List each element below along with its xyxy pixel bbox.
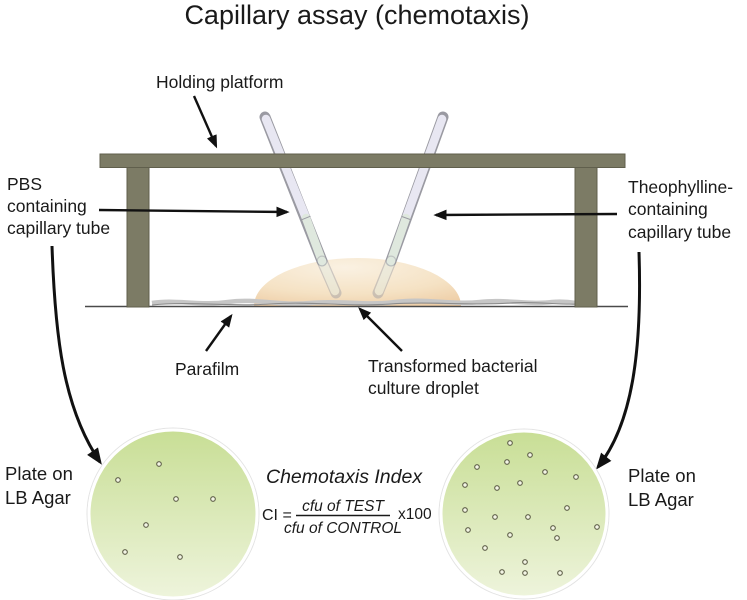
pbs-capillary-label: PBS containing capillary tube <box>7 174 110 238</box>
formula-lhs: CI = <box>262 507 292 524</box>
colony-dot <box>177 554 183 560</box>
parafilm <box>151 298 577 306</box>
colony-dot <box>564 505 570 511</box>
droplet-arrow <box>358 307 403 352</box>
formula-numerator: cfu of TEST <box>302 498 385 515</box>
colony-dot <box>594 524 600 530</box>
svg-text:Plate on: Plate on <box>5 463 73 484</box>
right-capillary-tube <box>372 111 449 299</box>
svg-text:Plate on: Plate on <box>628 465 696 486</box>
holding-platform-label: Holding platform <box>156 72 283 92</box>
svg-text:Transformed bacterial: Transformed bacterial <box>368 356 538 376</box>
colony-dot <box>504 459 510 465</box>
left-plate-colonies <box>115 461 216 560</box>
right-tube-tip <box>372 255 397 299</box>
platform-leg-right <box>574 166 598 308</box>
droplet-label: Transformed bacterial culture droplet <box>368 356 538 398</box>
svg-text:LB Agar: LB Agar <box>628 489 694 510</box>
colony-dot <box>482 545 488 551</box>
right-plate-dish <box>439 429 609 599</box>
colony-dot <box>554 535 560 541</box>
formula-multiplier: x100 <box>398 506 432 523</box>
colony-dot <box>173 496 179 502</box>
colony-dot <box>462 507 468 513</box>
platform-bar <box>99 153 626 168</box>
colony-dot <box>122 549 128 555</box>
left-plate-label: Plate on LB Agar <box>5 463 73 508</box>
colony-dot <box>462 482 468 488</box>
colony-dot <box>550 525 556 531</box>
pbs-tube-arrow <box>98 206 290 218</box>
svg-text:Theophylline-: Theophylline- <box>628 177 733 197</box>
colony-dot <box>507 532 513 538</box>
left-plate-dish <box>87 428 259 600</box>
right-plate <box>438 428 610 600</box>
colony-dot <box>492 514 498 520</box>
colony-dot <box>542 469 548 475</box>
left-plate <box>86 427 260 600</box>
colony-dot <box>522 570 528 576</box>
svg-text:LB Agar: LB Agar <box>5 487 71 508</box>
colony-dot <box>573 474 579 480</box>
colony-dot <box>517 480 523 486</box>
formula-denominator: cfu of CONTROL <box>284 520 402 537</box>
chemotaxis-index-formula: Chemotaxis Index CI = cfu of TEST cfu of… <box>262 466 432 537</box>
colony-dot <box>522 559 528 565</box>
colony-dot <box>527 452 533 458</box>
parafilm-arrow <box>205 313 233 352</box>
colony-dot <box>474 464 480 470</box>
bacterial-droplet <box>254 258 461 306</box>
right-plate-colonies <box>462 440 600 576</box>
colony-dot <box>507 440 513 446</box>
theophylline-tube-arrow <box>433 209 618 221</box>
right-plate-curved-arrow <box>595 251 642 470</box>
theophylline-capillary-label: Theophylline- containing capillary tube <box>628 177 733 242</box>
svg-text:containing: containing <box>628 199 708 219</box>
right-plate-label: Plate on LB Agar <box>628 465 696 510</box>
left-capillary-tube <box>259 111 342 299</box>
platform-leg-left <box>126 166 150 308</box>
svg-text:culture droplet: culture droplet <box>368 378 479 398</box>
left-plate-curved-arrow <box>50 245 102 465</box>
holding-platform <box>99 153 626 308</box>
svg-text:containing: containing <box>7 196 87 216</box>
svg-text:PBS: PBS <box>7 174 42 194</box>
colony-dot <box>499 569 505 575</box>
diagram-title: Capillary assay (chemotaxis) <box>184 0 529 30</box>
svg-text:capillary tube: capillary tube <box>628 222 731 242</box>
holding-platform-arrow <box>192 95 218 149</box>
formula-heading: Chemotaxis Index <box>266 466 423 488</box>
parafilm-label: Parafilm <box>175 359 239 379</box>
colony-dot <box>465 527 471 533</box>
colony-dot <box>115 477 121 483</box>
colony-dot <box>494 485 500 491</box>
left-tube-tip <box>316 255 342 299</box>
colony-dot <box>210 496 216 502</box>
colony-dot <box>525 514 531 520</box>
colony-dot <box>143 522 149 528</box>
colony-dot <box>557 570 563 576</box>
svg-text:capillary tube: capillary tube <box>7 218 110 238</box>
colony-dot <box>156 461 162 467</box>
